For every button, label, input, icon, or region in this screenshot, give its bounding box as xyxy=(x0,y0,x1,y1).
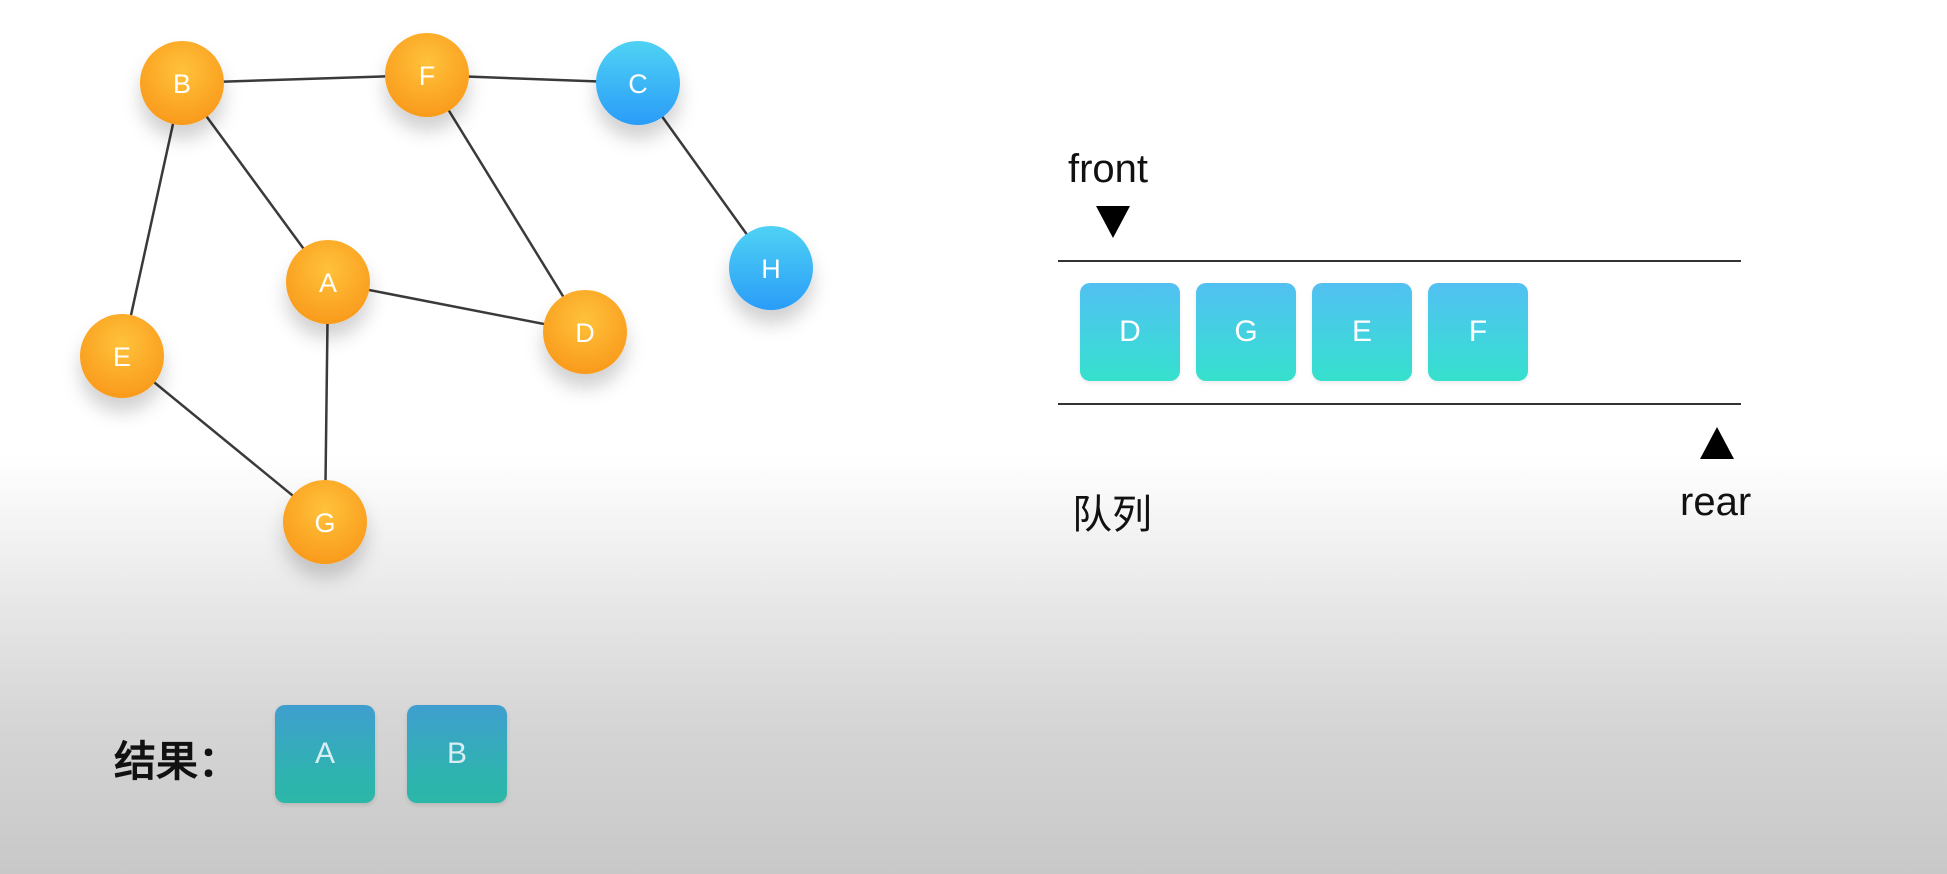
node-label: G xyxy=(314,508,335,538)
node-a: A xyxy=(286,240,370,324)
node-circle xyxy=(140,41,224,125)
queue-top-border xyxy=(1058,260,1741,262)
node-b: B xyxy=(140,41,224,125)
node-g: G xyxy=(283,480,367,564)
node-label: D xyxy=(575,318,595,348)
edge-e-g xyxy=(121,355,326,523)
node-label: F xyxy=(419,61,436,91)
node-label: A xyxy=(319,268,337,298)
front-label: front xyxy=(1068,147,1149,191)
node-circle xyxy=(729,226,813,310)
queue-bottom-border xyxy=(1058,403,1741,405)
edge-b-e xyxy=(120,82,184,357)
queue-item: E xyxy=(1312,283,1412,381)
node-label: B xyxy=(173,69,191,99)
result-item: B xyxy=(407,705,507,803)
node-f: F xyxy=(385,33,469,117)
edge-a-d xyxy=(327,280,586,334)
graph-diagram: B F C H A D E G xyxy=(80,33,813,564)
node-circle xyxy=(543,290,627,374)
rear-label: rear xyxy=(1680,480,1752,524)
queue-caption: 队列 xyxy=(1072,492,1152,538)
rear-pointer-icon xyxy=(1700,427,1734,459)
node-circle xyxy=(385,33,469,117)
queue-item: F xyxy=(1428,283,1528,381)
node-circle xyxy=(80,314,164,398)
node-label: E xyxy=(113,342,131,372)
edge-f-d xyxy=(425,74,587,333)
node-circle xyxy=(283,480,367,564)
node-e: E xyxy=(80,314,164,398)
result-item: A xyxy=(275,705,375,803)
node-label: C xyxy=(628,69,648,99)
result-label: 结果： xyxy=(114,737,241,786)
node-h: H xyxy=(729,226,813,310)
front-pointer-icon xyxy=(1096,206,1130,238)
queue-item: D xyxy=(1080,283,1180,381)
node-label: H xyxy=(761,254,781,284)
node-c: C xyxy=(596,41,680,125)
node-circle xyxy=(286,240,370,324)
queue-item: G xyxy=(1196,283,1296,381)
node-circle xyxy=(596,41,680,125)
node-d: D xyxy=(543,290,627,374)
